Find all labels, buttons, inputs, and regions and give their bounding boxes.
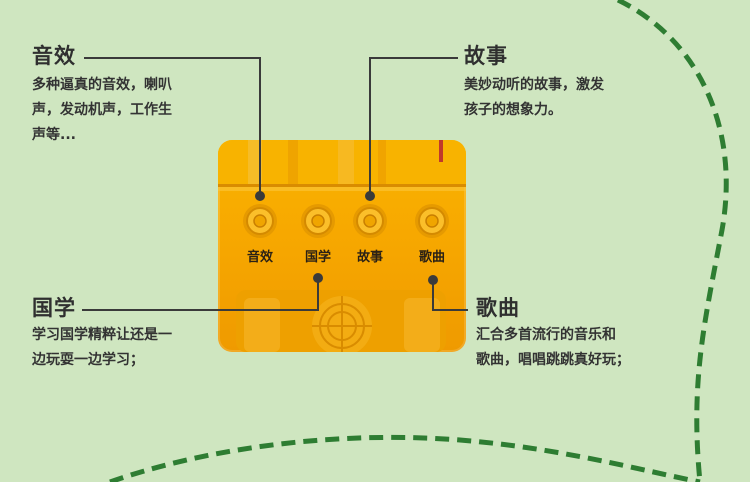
button-label-sound: 音效 bbox=[246, 250, 274, 265]
button-label-songs: 歌曲 bbox=[418, 250, 446, 265]
button-knob-story bbox=[353, 204, 387, 238]
button-knob-songs bbox=[415, 204, 449, 238]
button-knob-guoxue bbox=[301, 204, 335, 238]
feature-desc-sound: 多种逼真的音效，喇叭 声，发动机声，工作生 声等... bbox=[32, 77, 172, 143]
feature-title-guoxue: 国学 bbox=[32, 296, 76, 320]
feature-title-sound: 音效 bbox=[32, 44, 76, 68]
button-label-guoxue: 国学 bbox=[304, 250, 332, 265]
feature-desc-songs: 汇合多首流行的音乐和 歌曲，唱唱跳跳真好玩； bbox=[476, 327, 630, 368]
feature-desc-guoxue: 学习国学精粹让还是一 边玩耍一边学习； bbox=[32, 327, 172, 368]
feature-desc-story: 美妙动听的故事，激发 孩子的想象力。 bbox=[464, 77, 604, 118]
feature-title-songs: 歌曲 bbox=[476, 296, 520, 320]
feature-title-story: 故事 bbox=[464, 44, 508, 68]
dashed-curve-right bbox=[616, 0, 729, 482]
button-knob-sound bbox=[243, 204, 277, 238]
dashed-curve-bottom bbox=[109, 434, 701, 482]
toy-panel-photo: 音效 国学 故事 歌曲 bbox=[218, 140, 466, 352]
button-label-story: 故事 bbox=[356, 250, 384, 265]
toy-panel-graphic bbox=[218, 140, 466, 352]
